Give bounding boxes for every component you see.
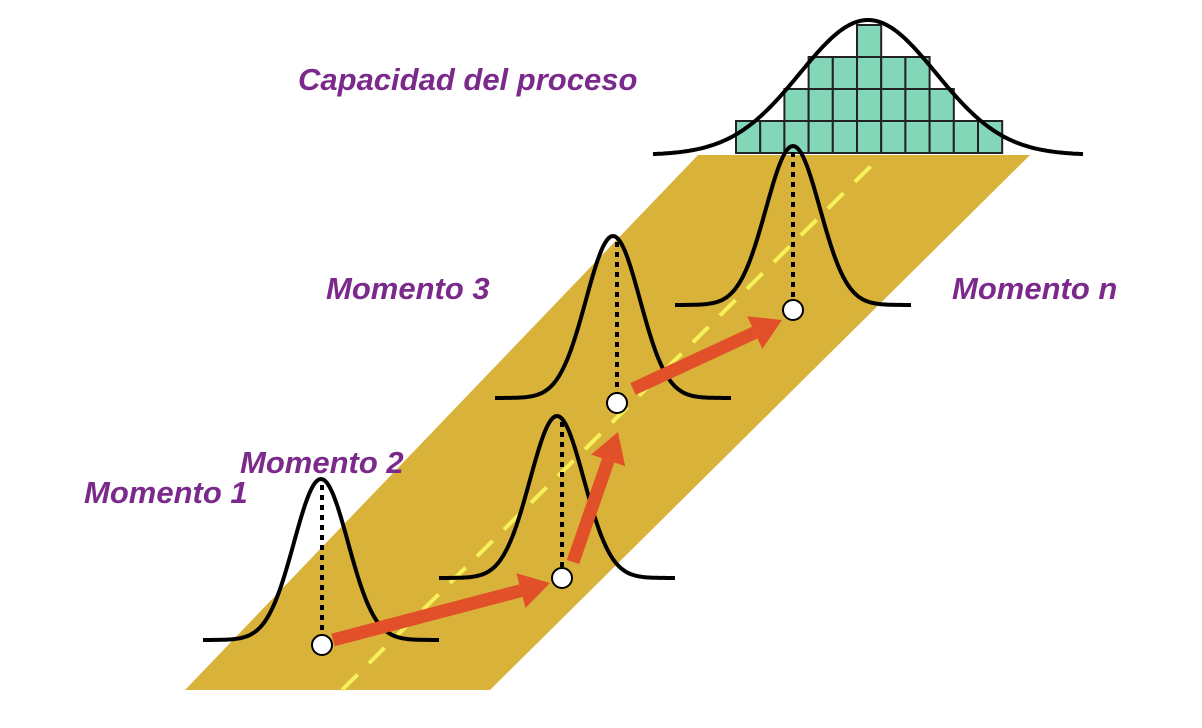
histogram-cell — [807, 88, 834, 122]
mean-point — [606, 392, 628, 414]
histogram-cell — [952, 120, 979, 154]
histogram-cell — [831, 56, 858, 90]
arrow-shaft — [331, 584, 523, 647]
histogram-cell — [856, 88, 883, 122]
histogram-cell — [904, 88, 931, 122]
histogram-cell — [831, 88, 858, 122]
capability-histogram — [735, 24, 1004, 154]
mean-point — [551, 567, 573, 589]
histogram-cell — [928, 88, 955, 122]
histogram-cell — [807, 56, 834, 90]
arrow-shaft — [630, 326, 758, 395]
capability-curve — [652, 18, 1084, 157]
moment-2-label: Momento 2 — [240, 445, 404, 480]
moment-1-curve — [203, 476, 439, 642]
arrow-head — [591, 432, 626, 467]
histogram-cell — [880, 120, 907, 154]
mean-point — [782, 299, 804, 321]
histogram-cell — [759, 120, 786, 154]
arrow-shaft — [566, 458, 615, 565]
title-label: Capacidad del proceso — [298, 62, 637, 97]
arrow-head — [747, 316, 782, 349]
histogram-cell — [783, 88, 810, 122]
moment-2-curve — [439, 413, 675, 580]
histogram-cell — [856, 24, 883, 58]
arrow-head — [516, 573, 550, 609]
moment-3-label: Momento 3 — [326, 271, 490, 306]
histogram-cell — [856, 56, 883, 90]
histogram-cell — [856, 120, 883, 154]
moment-1-label: Momento 1 — [84, 475, 248, 510]
histogram-cell — [928, 120, 955, 154]
histogram-cell — [831, 120, 858, 154]
mean-point — [311, 634, 333, 656]
moment-3-curve — [495, 233, 731, 400]
histogram-cell — [807, 120, 834, 154]
mean-points — [311, 299, 804, 656]
moment-n-label: Momento n — [952, 271, 1117, 306]
histogram-cell — [880, 56, 907, 90]
drift-arrows — [331, 316, 782, 647]
histogram-cell — [904, 120, 931, 154]
center-line — [340, 153, 884, 692]
distribution-curves — [203, 18, 1084, 642]
process-band — [185, 155, 1030, 690]
moment-4-curve — [675, 143, 911, 307]
histogram-cell — [880, 88, 907, 122]
